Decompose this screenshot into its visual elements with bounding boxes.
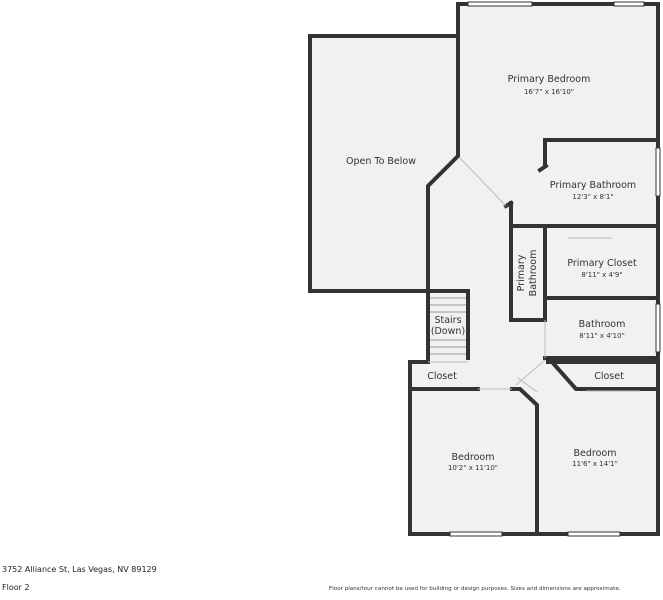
window-top-2: [613, 1, 645, 7]
room-bathroom: Bathroom: [579, 319, 626, 330]
room-stairs-line2: (Down): [431, 326, 465, 337]
room-primary-bathroom-small-line2: Bathroom: [528, 250, 539, 297]
room-primary-bathroom-small-line1: Primary: [516, 254, 527, 291]
door-lines: [428, 157, 640, 393]
address-text: 3752 Alliance St, Las Vegas, NV 89129: [2, 565, 157, 574]
room-open-to-below: Open To Below: [346, 156, 416, 167]
room-primary-bedroom: Primary Bedroom: [508, 74, 591, 85]
door-angled-hall-2: [517, 377, 538, 393]
disclaimer-text: Floor plans/tour cannot be used for buil…: [329, 586, 621, 592]
wall-left-upper: [426, 34, 460, 364]
wall-closet-right: [549, 359, 660, 391]
wall-stairs: [426, 289, 470, 360]
room-bathroom-dims: 8'11" x 4'10": [579, 332, 625, 340]
wall-small-bath: [509, 224, 547, 322]
room-primary-bedroom-dims: 16'7" x 16'10": [524, 88, 574, 96]
wall-bath-jamb: [537, 163, 549, 173]
window-bottom-left: [449, 531, 503, 537]
wall-primary-bath-top: [543, 138, 660, 168]
room-bedroom-left-dims: 10'2" x 11'10": [448, 464, 498, 472]
wall-bath-jamb-2: [503, 200, 514, 209]
wall-bedroom-left-top: [510, 387, 539, 536]
window-bath-right: [655, 147, 661, 197]
room-primary-bathroom-dims: 12'3" x 8'1": [572, 193, 613, 201]
windows: [449, 1, 661, 537]
window-bathroom-right: [655, 303, 661, 353]
main-floor-fill: [410, 4, 658, 534]
room-primary-bathroom: Primary Bathroom: [550, 180, 636, 191]
room-stairs-line1: Stairs: [434, 315, 461, 326]
room-bedroom-left: Bedroom: [452, 452, 495, 463]
window-bottom-right: [567, 531, 621, 537]
room-bedroom-right-dims: 11'6" x 14'1": [572, 460, 618, 468]
room-primary-closet-dims: 8'11" x 4'9": [581, 271, 622, 279]
wall-open-to-below: [308, 34, 460, 293]
room-closet-left: Closet: [427, 371, 457, 382]
room-closet-right: Closet: [594, 371, 624, 382]
room-bedroom-right: Bedroom: [574, 448, 617, 459]
window-top-1: [467, 1, 533, 7]
door-primary-bedroom: [459, 157, 507, 207]
room-primary-closet: Primary Closet: [567, 258, 637, 269]
stair-treads: [430, 297, 466, 355]
floor-label: Floor 2: [2, 583, 30, 592]
floor-fills: [310, 4, 658, 534]
walls: [308, 2, 660, 536]
door-angled-hall-1: [515, 359, 546, 386]
